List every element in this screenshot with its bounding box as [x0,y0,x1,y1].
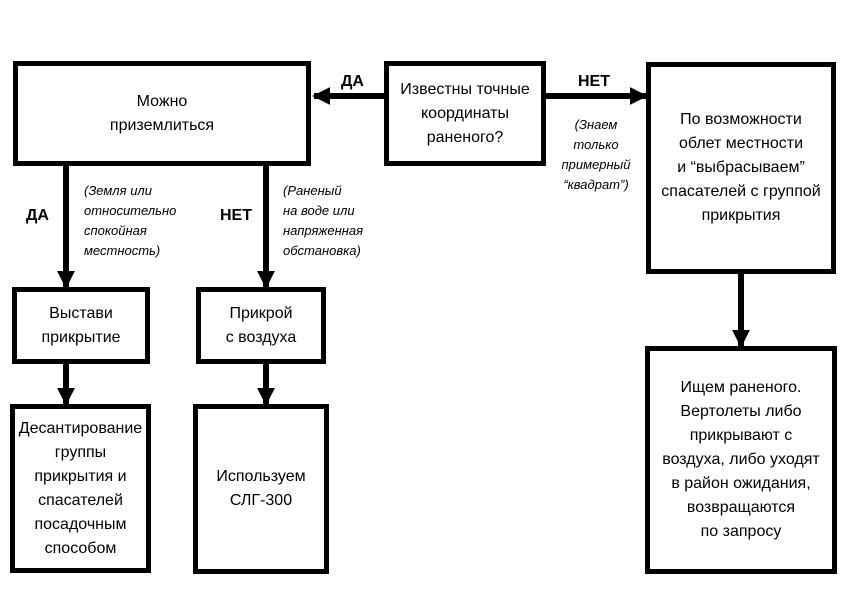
label-yes-left: ДА [26,207,49,224]
label-no-mid: НЕТ [220,207,252,224]
box-can-land: Можно приземлиться [13,61,311,166]
box-slg300: Используем СЛГ-300 [193,404,329,574]
label-yes-top: ДА [341,73,364,90]
box-coords-known: Известны точные координаты раненого? [384,61,546,166]
note-square: (Знаем только примерный “квадрат”) [561,117,631,192]
box-set-cover: Выстави прикрытие [12,287,150,364]
box-flyover: По возможности облет местности и “выбрас… [646,62,836,274]
label-no-top: НЕТ [578,73,610,90]
box-search: Ищем раненого. Вертолеты либо прикрывают… [645,346,837,574]
box-air-cover: Прикрой с воздуха [196,287,326,364]
note-water: (Раненый на воде или напряженная обстано… [283,183,364,258]
note-ground: (Земля или относительно спокойная местно… [84,183,177,258]
box-landing: Десантирование группы прикрытия и спасат… [10,404,151,573]
